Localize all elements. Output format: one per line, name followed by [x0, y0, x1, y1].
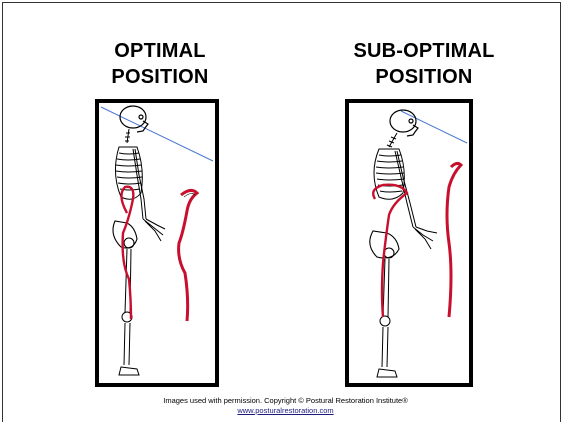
optimal-skeleton-image	[95, 99, 219, 387]
neck	[387, 133, 397, 147]
heading-line-1: OPTIMAL	[85, 38, 235, 64]
leg	[377, 259, 397, 377]
optimal-heading: OPTIMAL POSITION	[85, 38, 235, 90]
copyright-notice: Images used with permission. Copyright ©…	[3, 396, 565, 405]
rib-cage	[374, 149, 404, 199]
heading-line-1: SUB-OPTIMAL	[319, 38, 529, 64]
skeleton-illustration	[349, 103, 469, 383]
skeleton-illustration	[99, 103, 215, 383]
suboptimal-heading: SUB-OPTIMAL POSITION	[319, 38, 529, 90]
heading-line-2: POSITION	[85, 64, 235, 90]
suboptimal-skeleton-image	[345, 99, 473, 387]
spine-curve-overlay	[373, 185, 407, 317]
source-link[interactable]: www.posturalrestoration.com	[3, 406, 565, 415]
spine-curve-diagram	[447, 163, 461, 317]
leg	[119, 249, 139, 375]
reference-line	[401, 111, 467, 143]
spine-curve-diagram	[179, 190, 197, 321]
skull	[390, 110, 418, 136]
neck	[125, 129, 130, 143]
arm	[395, 151, 437, 249]
spine-curve-overlay	[121, 187, 133, 319]
arm	[133, 149, 165, 241]
heading-line-2: POSITION	[319, 64, 529, 90]
